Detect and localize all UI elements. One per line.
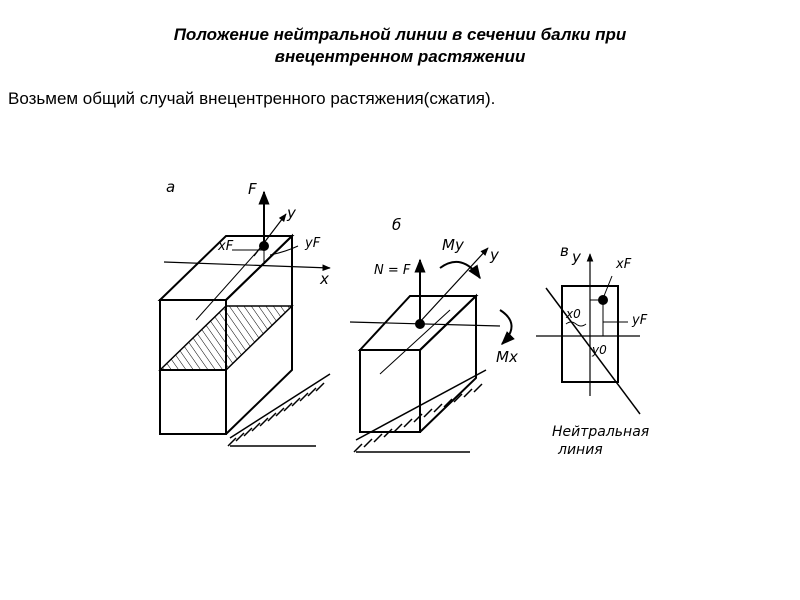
panel-c-neutral-label-2: линия <box>557 442 603 458</box>
panel-b-beam-axis <box>379 309 451 375</box>
panel-b-force-label: N = F <box>374 263 411 278</box>
panel-b-load-point <box>415 319 425 329</box>
panel-c-y-label: y <box>571 248 582 266</box>
panel-b-label: б <box>392 216 401 234</box>
panel-a <box>157 190 331 447</box>
panel-b-y-axis <box>417 247 489 325</box>
panel-b-side-face <box>419 293 477 433</box>
slide-subtitle: Возьмем общий случай внецентренного раст… <box>8 89 496 108</box>
panel-c-neutral-line <box>545 287 641 415</box>
slide-title: Положение нейтральной линии в сечении ба… <box>60 24 740 68</box>
panel-a-y-axis <box>253 213 287 257</box>
panel-b-front-face <box>359 349 421 433</box>
panel-b-y-label: y <box>489 246 500 264</box>
panel-c-xF-label: xF <box>615 257 632 272</box>
panel-c-yF-label: yF <box>631 313 648 328</box>
slide-title-line-2: внецентренном растяжении <box>274 47 526 66</box>
panel-a-ground <box>227 373 331 447</box>
panel-a-force-label: F <box>248 180 257 198</box>
panel-b-My-label: My <box>442 236 465 254</box>
panel-a-xF-label: xF <box>217 239 234 254</box>
panel-b-My-arrow <box>439 260 481 280</box>
panel-c <box>536 253 641 415</box>
panel-b <box>349 247 515 453</box>
panel-b-Mx-label: Mx <box>496 348 518 366</box>
panel-a-yF-label: yF <box>304 236 321 251</box>
panel-b-ground <box>353 369 487 453</box>
panel-a-x-label: x <box>319 270 329 288</box>
slide-title-line-1: Положение нейтральной линии в сечении ба… <box>173 25 627 44</box>
panel-b-Mx-arrow <box>499 309 515 345</box>
panel-c-y0-label: y0 <box>591 343 607 357</box>
panel-c-x0-label: x0 <box>565 307 581 321</box>
panel-c-label: в <box>560 242 569 260</box>
panel-a-y-label: y <box>286 204 297 222</box>
panel-a-section-hatch <box>158 305 294 371</box>
panel-a-label: а <box>166 178 175 196</box>
panel-a-beam-axis <box>195 245 263 321</box>
panel-a-x-axis <box>163 261 331 272</box>
panel-a-side-face <box>225 233 293 435</box>
panel-c-neutral-label-1: Нейтральная <box>552 424 649 440</box>
